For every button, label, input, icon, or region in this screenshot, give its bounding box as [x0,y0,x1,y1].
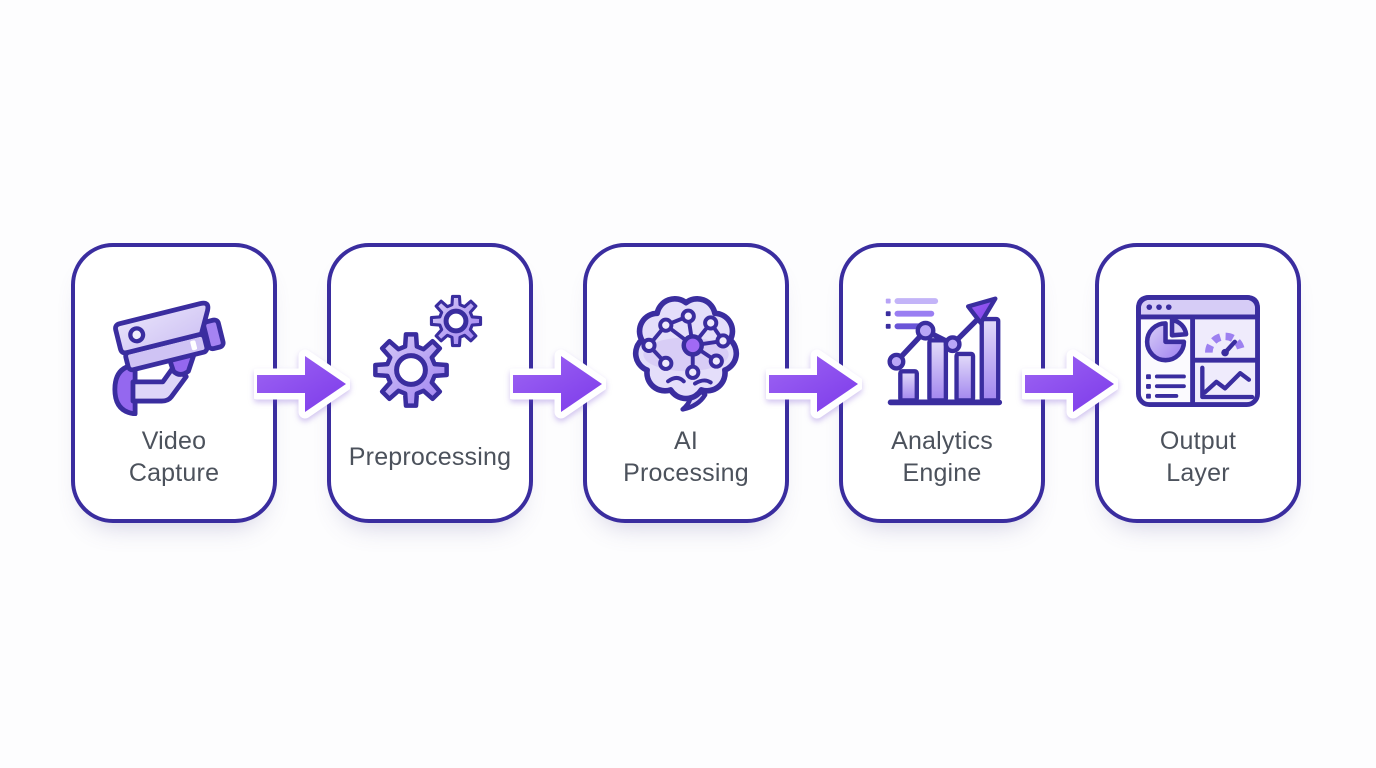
gears-icon [367,294,483,414]
stage-card-output-layer: Output Layer [1095,243,1301,523]
arrow-right-icon [254,349,350,419]
arrow-right-icon [766,349,862,419]
dashboard-window-icon [1136,294,1260,408]
stage-card-ai-processing: AI Processing [583,243,789,523]
stage-label: Output Layer [1159,426,1237,488]
arrow-right-icon [510,349,606,419]
pipeline-flow: Video Capture [71,243,1305,523]
stage-label: AI Processing [623,426,749,488]
stage-label: Preprocessing [348,442,512,471]
stage-card-video-capture: Video Capture [71,243,277,523]
stage-card-preprocessing: Preprocessing [327,243,533,523]
stage-label: Video Capture [128,426,220,488]
brain-neural-network-icon [632,296,740,412]
arrow-right-icon [1022,349,1118,419]
stage-label: Analytics Engine [891,426,993,488]
growth-bar-chart-icon [885,296,1003,406]
stage-card-analytics-engine: Analytics Engine [839,243,1045,523]
security-camera-icon [112,300,226,416]
